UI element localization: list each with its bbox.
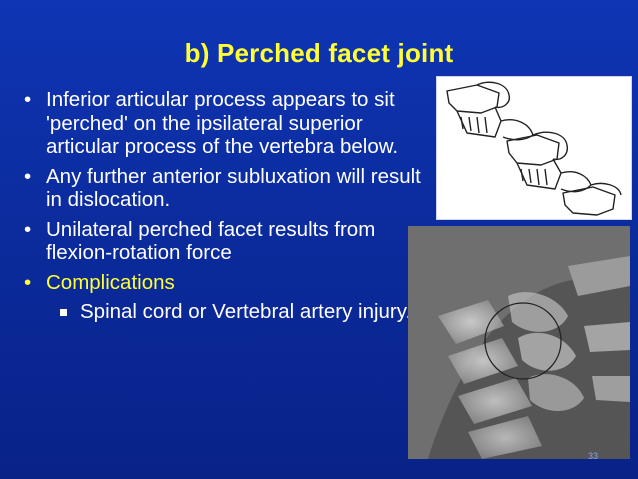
bullet-text: Unilateral perched facet results from fl… [46, 217, 376, 265]
slide-title: b) Perched facet joint [184, 38, 454, 68]
bullet-list: • Inferior articular process appears to … [24, 88, 424, 330]
page-number: 33 [587, 451, 598, 461]
square-bullet-icon [60, 309, 67, 316]
bullet-item: • Unilateral perched facet results from … [24, 218, 424, 265]
bullet-text: Inferior articular process appears to si… [46, 88, 399, 158]
sub-bullet-text: Spinal cord or Vertebral artery injury. [80, 300, 412, 323]
bullet-item: • Inferior articular process appears to … [24, 88, 424, 159]
vertebra-diagram-image [436, 76, 632, 220]
bullet-item-complications: • Complications Spinal cord or Vertebral… [24, 271, 424, 324]
sub-bullet-item: Spinal cord or Vertebral artery injury. [54, 300, 424, 324]
bullet-glyph: • [24, 217, 32, 241]
sub-bullet-list: Spinal cord or Vertebral artery injury. [46, 300, 424, 324]
vertebra-drawing [446, 81, 622, 216]
xray-image [408, 226, 630, 459]
bullet-text: Any further anterior subluxation will re… [46, 164, 421, 212]
xray-drawing [408, 226, 630, 459]
bullet-glyph: • [24, 88, 32, 111]
bullet-glyph: • [24, 270, 32, 294]
bullet-text: Complications [46, 270, 175, 294]
bullet-glyph: • [24, 164, 32, 188]
bullet-item: • Any further anterior subluxation will … [24, 165, 424, 212]
